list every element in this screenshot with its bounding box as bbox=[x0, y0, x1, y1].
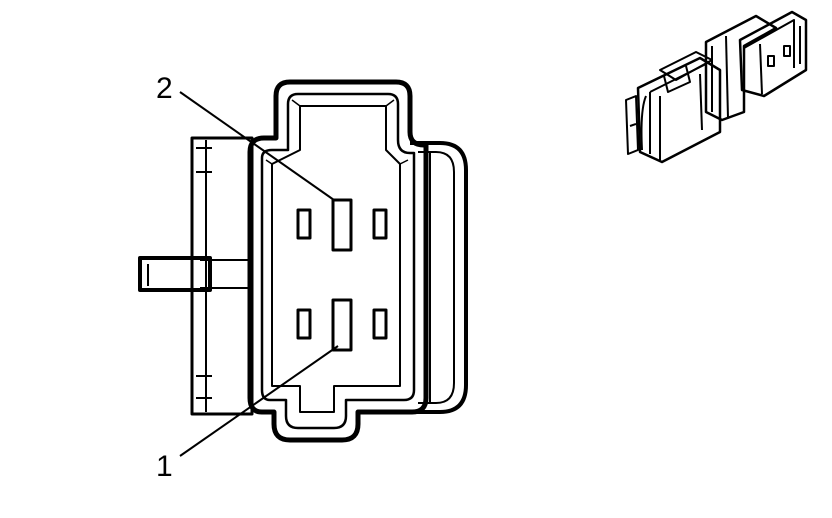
lower-center-terminal bbox=[331, 298, 353, 352]
callout-2: 2 bbox=[156, 72, 335, 201]
terminal-face bbox=[271, 105, 401, 413]
housing-outer bbox=[247, 79, 429, 443]
callout-number-2: 2 bbox=[156, 72, 173, 105]
upper-center-terminal bbox=[331, 198, 353, 252]
terminal-cavity-lower-left bbox=[296, 308, 312, 340]
callout-1: 1 bbox=[156, 345, 339, 483]
locking-tab bbox=[138, 256, 252, 292]
terminal-cavity-upper-right bbox=[372, 208, 388, 240]
callout-number-1: 1 bbox=[156, 450, 173, 483]
terminal-row-upper bbox=[296, 198, 388, 252]
connector-isometric-view bbox=[625, 10, 808, 164]
right-side-rail bbox=[410, 141, 468, 414]
leader-line-2 bbox=[179, 91, 335, 201]
housing-inner bbox=[260, 92, 416, 430]
terminal-cavity-lower-right bbox=[372, 308, 388, 340]
leader-line-1 bbox=[179, 345, 339, 457]
terminal-cavity-upper-left bbox=[296, 208, 312, 240]
connector-face-view bbox=[138, 79, 468, 443]
side-flange bbox=[190, 136, 254, 416]
terminal-row-lower bbox=[296, 298, 388, 352]
terminal-face-bevel bbox=[265, 99, 409, 165]
